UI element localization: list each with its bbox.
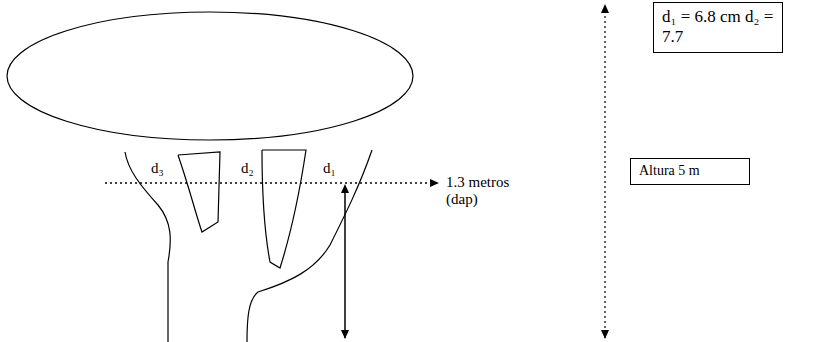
dap-label: 1.3 metros (dap) bbox=[446, 174, 536, 209]
branch-section bbox=[262, 150, 306, 268]
dap-line bbox=[105, 182, 438, 183]
tree-crown bbox=[7, 12, 413, 140]
trunk-outline bbox=[125, 152, 170, 342]
diameter-label: d₁ bbox=[322, 160, 337, 177]
height-arrow bbox=[344, 186, 346, 338]
box-text: Altura 5 m bbox=[639, 163, 741, 180]
diameter-label: d₂ bbox=[240, 160, 255, 177]
height-box: Altura 5 m bbox=[630, 158, 750, 185]
trunk-outline bbox=[247, 150, 372, 342]
branch-section bbox=[178, 152, 220, 232]
values-box: d₁ = 6.8 cm d₂ = 7.7 bbox=[653, 2, 783, 53]
box-text: d₁ = 6.8 cm d₂ = 7.7 bbox=[662, 7, 774, 48]
diameter-label: d₃ bbox=[150, 160, 165, 177]
total-height-arrow bbox=[604, 6, 605, 338]
